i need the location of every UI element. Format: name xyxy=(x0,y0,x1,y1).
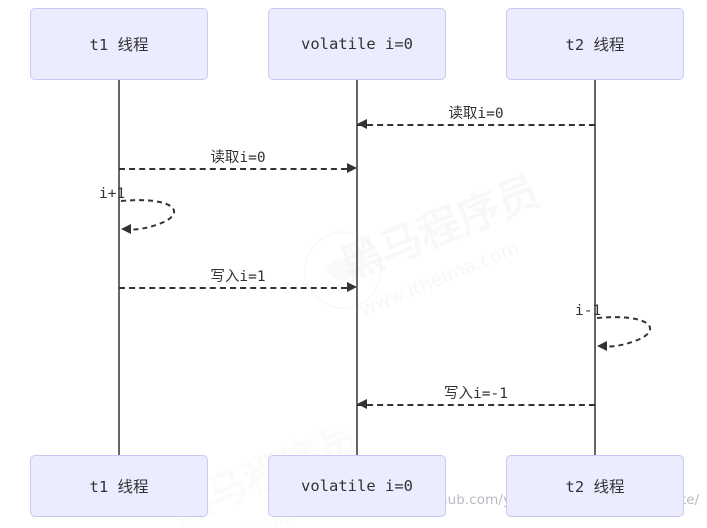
brand-watermark-center: 黑马程序员 www.itheima.com xyxy=(295,165,555,325)
lifeline-t2 xyxy=(594,80,596,455)
message-line-m2 xyxy=(119,168,347,170)
message-label-m3: 写入i=1 xyxy=(210,269,266,285)
self-loop-s2 xyxy=(595,315,665,355)
message-arrowhead-m2 xyxy=(347,163,357,173)
self-loop-s1 xyxy=(119,198,189,238)
message-label-m2: 读取i=0 xyxy=(210,150,266,166)
participant-box-t2-top[interactable]: t2 线程 xyxy=(506,8,684,80)
lifeline-t1 xyxy=(118,80,120,455)
message-arrowhead-m4 xyxy=(357,399,367,409)
message-label-m1: 读取i=0 xyxy=(448,106,504,122)
participant-label-t1-top: t1 线程 xyxy=(89,36,149,54)
participant-box-t1-bottom[interactable]: t1 线程 xyxy=(30,455,208,517)
message-line-m3 xyxy=(119,287,347,289)
participant-label-volatile-bottom: volatile i=0 xyxy=(301,477,413,495)
participant-box-volatile-top[interactable]: volatile i=0 xyxy=(268,8,446,80)
message-line-m4 xyxy=(357,404,595,406)
lifeline-volatile xyxy=(356,80,358,455)
self-loop-label-s2: i-1 xyxy=(575,303,602,319)
message-label-m4: 写入i=-1 xyxy=(444,386,508,402)
participant-box-volatile-bottom[interactable]: volatile i=0 xyxy=(268,455,446,517)
participant-label-volatile-top: volatile i=0 xyxy=(301,35,413,53)
participant-box-t2-bottom[interactable]: t2 线程 xyxy=(506,455,684,517)
svg-text:黑马程序员: 黑马程序员 xyxy=(333,166,546,290)
message-line-m1 xyxy=(357,124,595,126)
participant-label-t1-bottom: t1 线程 xyxy=(89,478,149,496)
self-loop-label-s1: i+1 xyxy=(99,186,126,202)
svg-text:www.itheima.com: www.itheima.com xyxy=(357,237,522,321)
message-arrowhead-m3 xyxy=(347,282,357,292)
message-arrowhead-m1 xyxy=(357,119,367,129)
participant-label-t2-bottom: t2 线程 xyxy=(565,478,625,496)
participant-label-t2-top: t2 线程 xyxy=(565,36,625,54)
participant-box-t1-top[interactable]: t1 线程 xyxy=(30,8,208,80)
